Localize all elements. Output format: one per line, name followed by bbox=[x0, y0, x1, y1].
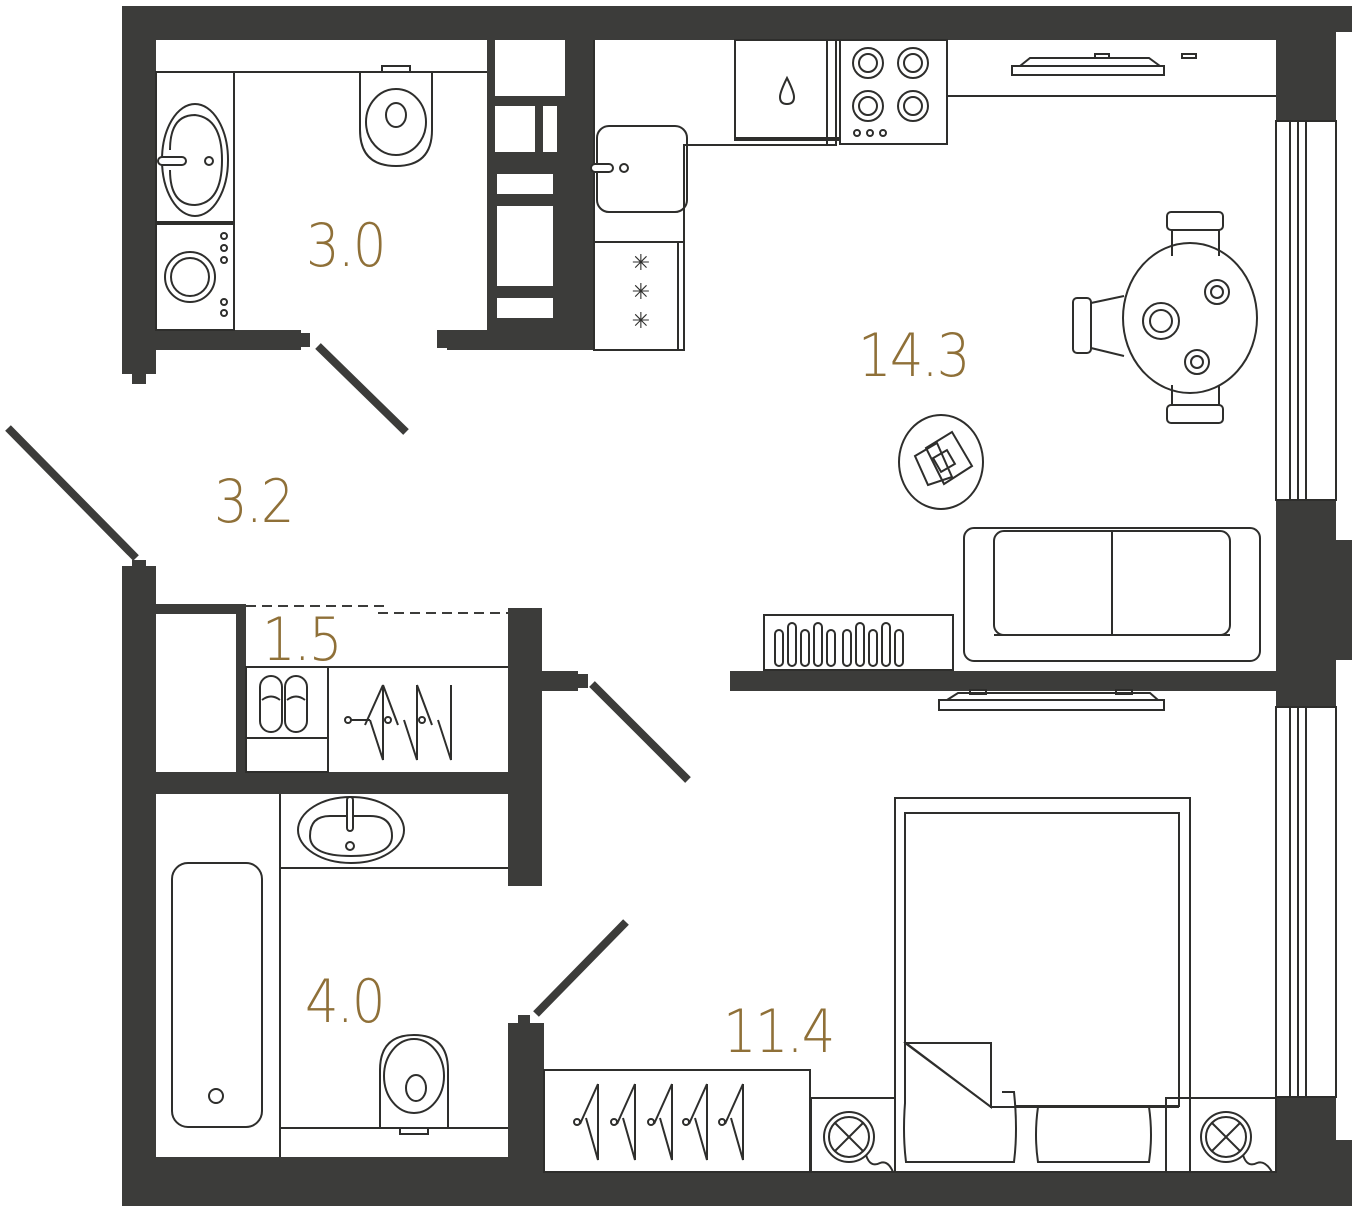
room-area-kitchen-living: 14.3 bbox=[858, 321, 970, 391]
room-area-bedroom: 11.4 bbox=[723, 997, 835, 1067]
radiator-icon bbox=[763, 614, 954, 671]
closet-fixtures bbox=[245, 605, 508, 773]
coat-hanger-icon bbox=[344, 684, 452, 761]
toilet-icon bbox=[280, 1033, 508, 1135]
wardrobe bbox=[543, 1069, 811, 1173]
shaft-cutouts bbox=[166, 40, 565, 765]
washing-machine-icon bbox=[155, 223, 235, 331]
washbasin-icon bbox=[280, 796, 508, 869]
washbasin-icon bbox=[157, 103, 229, 217]
svg-text:✳: ✳ bbox=[632, 280, 650, 305]
kitchen-counter bbox=[593, 40, 837, 351]
coat-hanger-icon bbox=[573, 1083, 744, 1161]
room-area-hall: 3.2 bbox=[214, 467, 294, 537]
washbasin-counter bbox=[155, 71, 235, 223]
room-area-wc: 3.0 bbox=[306, 211, 386, 281]
cooktop-icon bbox=[826, 39, 948, 145]
bed-blanket-fold bbox=[903, 1042, 1179, 1110]
room-area-closet: 1.5 bbox=[262, 605, 342, 675]
window-icon bbox=[1275, 120, 1337, 1098]
bathtub-icon bbox=[171, 794, 281, 1157]
toilet-icon bbox=[359, 65, 433, 168]
room-area-bathroom: 4.0 bbox=[305, 967, 385, 1037]
range-hood-icon bbox=[946, 40, 1276, 97]
dishwasher-icon bbox=[734, 39, 841, 141]
sofa-icon bbox=[963, 527, 1261, 662]
pillow-icon bbox=[903, 1091, 1152, 1163]
dining-table-icon bbox=[1122, 242, 1258, 394]
coffee-table-icon bbox=[898, 414, 984, 510]
fridge-icon: ✳ ✳ ✳ bbox=[593, 241, 679, 351]
slippers-icon bbox=[259, 675, 308, 733]
svg-text:✳: ✳ bbox=[632, 309, 650, 334]
door-icon bbox=[5, 343, 691, 1017]
chair-icon bbox=[1072, 211, 1224, 424]
kitchen-sink-icon bbox=[590, 125, 688, 213]
tv-icon bbox=[938, 689, 1165, 711]
svg-text:✳: ✳ bbox=[632, 251, 650, 276]
